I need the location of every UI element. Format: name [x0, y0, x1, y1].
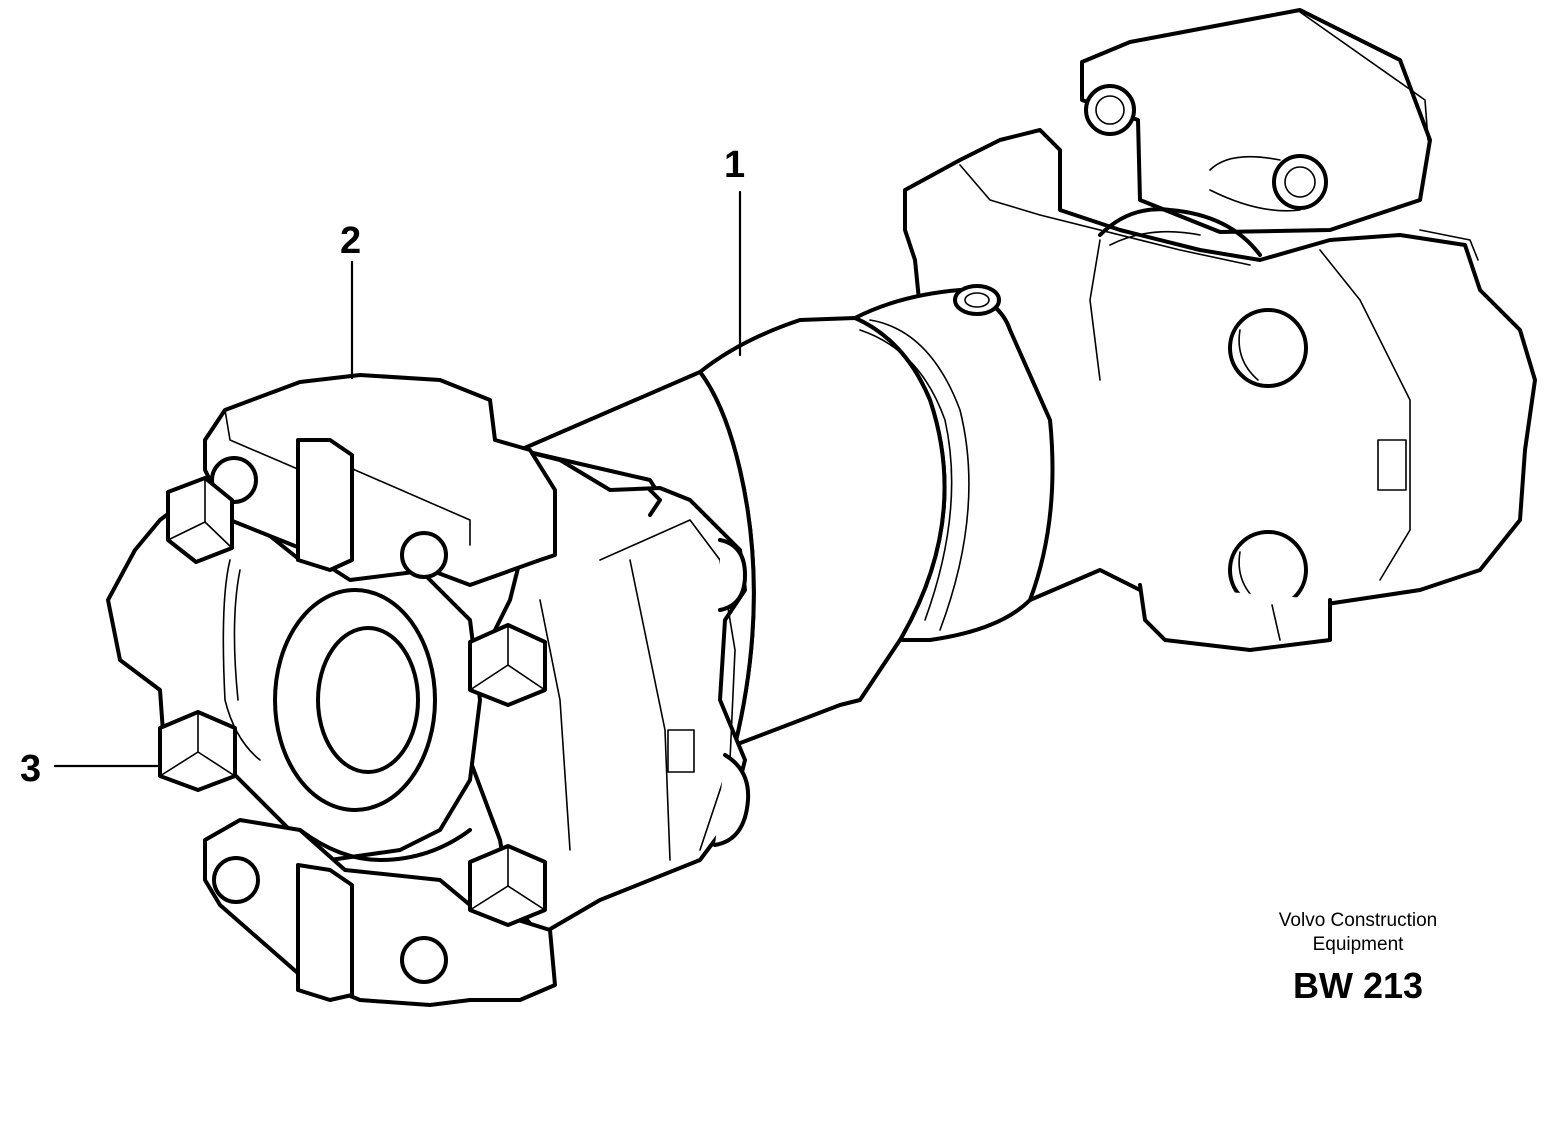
callout-1: 1 [724, 144, 746, 186]
callout-2: 2 [340, 220, 362, 262]
credit-line-1: Volvo Construction [1278, 910, 1438, 931]
front-yoke [468, 448, 751, 937]
rear-universal-joint [903, 8, 1537, 652]
credit-line-2: Equipment [1312, 934, 1404, 955]
callout-3: 3 [20, 748, 42, 790]
front-universal-joint [106, 373, 557, 1007]
figure-code: BW 213 [1292, 965, 1424, 1006]
leader-lines [53, 190, 742, 768]
bolt [166, 476, 234, 564]
bolt [158, 710, 237, 792]
bolt [468, 623, 547, 707]
shaft-tube [518, 284, 1055, 762]
bolt [468, 844, 547, 927]
